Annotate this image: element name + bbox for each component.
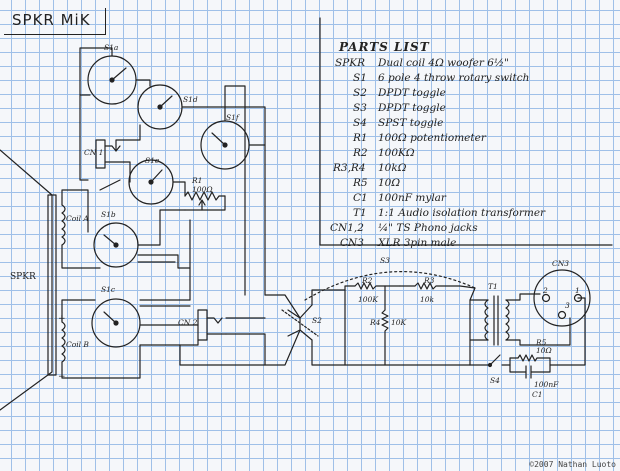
label-s2: S2: [312, 316, 322, 325]
label-plus: +: [58, 314, 66, 324]
label-spkr: SPKR: [10, 272, 36, 282]
parts-ref: SPKR: [335, 57, 366, 69]
jack-cn1: [95, 139, 125, 169]
page-title: SPKR MiK: [12, 11, 91, 29]
label-r3-value: 10k: [420, 295, 435, 304]
parts-desc: 10kΩ: [378, 162, 407, 174]
parts-ref: S2: [353, 87, 367, 99]
label-pin2: 2: [543, 286, 548, 295]
switch-s1b: [93, 222, 139, 268]
switch-s1d: [137, 84, 183, 130]
label-s3: S3: [380, 256, 390, 265]
label-s1d: S1d: [183, 95, 198, 104]
wiring-right: [311, 282, 476, 366]
label-r1-value: 100Ω: [192, 185, 213, 194]
coil-a-symbol: [61, 197, 66, 253]
speaker-symbol: [0, 149, 57, 411]
parts-ref: R1: [353, 132, 368, 144]
label-t1: T1: [488, 282, 498, 291]
parts-list-heading: PARTS LIST: [339, 40, 430, 54]
switch-s1c: [91, 298, 141, 348]
parts-ref: CN3: [340, 237, 364, 249]
label-s1a: S1a: [104, 43, 119, 52]
resistor-r1: [184, 191, 226, 211]
toggle-s4: [469, 354, 511, 368]
label-r3: R3: [424, 276, 435, 285]
label-c1: C1: [532, 390, 543, 399]
label-pin3: 3: [565, 301, 570, 310]
parts-desc: SPST toggle: [378, 117, 444, 129]
label-r5-value: 10Ω: [536, 346, 552, 355]
label-r4: R4: [370, 318, 381, 327]
switch-s1f: [200, 120, 250, 170]
label-coil-b: Coil B: [66, 340, 89, 349]
capacitor-c1: [509, 297, 586, 379]
parts-list-frame: [319, 17, 613, 246]
parts-desc: 6 pole 4 throw rotary switch: [378, 72, 530, 84]
parts-desc: 1:1 Audio isolation transformer: [378, 207, 546, 219]
parts-desc: DPDT toggle: [378, 102, 446, 114]
label-r2: R2: [362, 276, 373, 285]
parts-desc: 100KΩ: [378, 147, 415, 159]
parts-desc: 100Ω potentiometer: [378, 132, 486, 144]
switch-s1a: [87, 55, 137, 105]
label-s1c: S1c: [101, 285, 116, 294]
toggle-s2: [281, 304, 319, 341]
parts-desc: ¼" TS Phono jacks: [378, 222, 478, 234]
parts-desc: XLR 3pin male: [378, 237, 457, 249]
label-s4: S4: [490, 376, 500, 385]
parts-desc: Dual coil 4Ω woofer 6½": [378, 57, 509, 69]
label-r4-value: 10K: [391, 318, 407, 327]
s3-gang-line: [304, 270, 476, 301]
coil-b-symbol: [61, 315, 66, 371]
parts-ref: S4: [353, 117, 367, 129]
label-r2-value: 100K: [358, 295, 378, 304]
label-r1: R1: [192, 176, 203, 185]
wiring-left: [61, 47, 301, 379]
label-cn3: CN3: [552, 259, 570, 268]
label-c1-value: 100nF: [534, 380, 559, 389]
title-box: [4, 8, 106, 35]
label-s1b: S1b: [101, 210, 116, 219]
parts-ref: R5: [353, 177, 368, 189]
label-minus: −: [58, 372, 66, 382]
parts-desc: DPDT toggle: [378, 87, 446, 99]
transformer-t1: [469, 293, 571, 346]
label-cn1: CN 1: [84, 148, 104, 157]
parts-ref: T1: [353, 207, 367, 219]
switch-s1e: [128, 159, 174, 205]
label-r5: R5: [536, 338, 547, 347]
label-coil-a: Coil A: [66, 214, 89, 223]
copyright-credit: ©2007 Nathan Luoto: [529, 460, 616, 469]
parts-ref: S1: [353, 72, 367, 84]
resistor-r5: [509, 354, 551, 362]
label-s1f: S1f: [226, 113, 239, 122]
parts-desc: 100nF mylar: [378, 192, 446, 204]
jack-cn2: [197, 309, 227, 341]
parts-ref: S3: [353, 102, 367, 114]
parts-ref: C1: [353, 192, 368, 204]
parts-ref: R3,R4: [333, 162, 366, 174]
parts-ref: R2: [353, 147, 368, 159]
parts-desc: 10Ω: [378, 177, 401, 189]
parts-ref: CN1,2: [330, 222, 364, 234]
label-pin1: 1: [575, 286, 580, 295]
label-s1e: S1e: [145, 156, 160, 165]
label-cn2: CN 2: [178, 318, 198, 327]
